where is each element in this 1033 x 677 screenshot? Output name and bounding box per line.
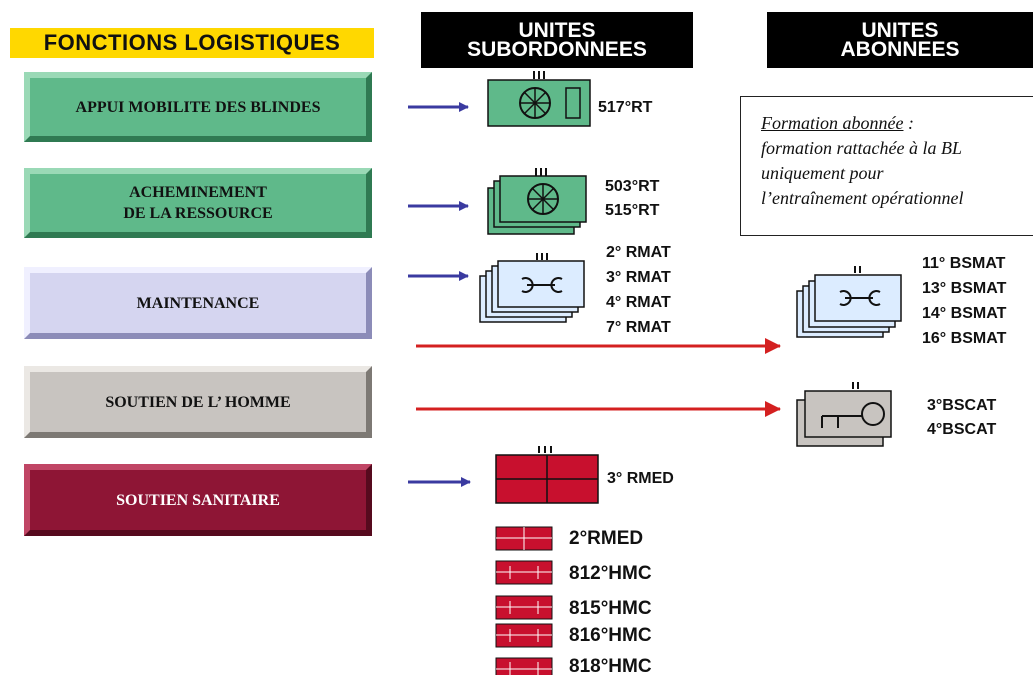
unit-label-517rt: 517°RT [598, 99, 653, 116]
unit-label-13bsmat: 13° BSMAT [922, 280, 1007, 297]
note-title-suffix: : [903, 113, 914, 133]
subscribed-header-line1: UNITES [861, 19, 939, 42]
medical-unit-icon [495, 595, 553, 620]
function-mobility-box: APPUI MOBILITE DES BLINDES [24, 72, 372, 142]
wrench-icon [796, 266, 902, 338]
unit-label-4bscat: 4°BSCAT [927, 421, 997, 438]
function-soldier-support-label: SOUTIEN DE L’ HOMME [105, 393, 291, 411]
note-line-4: l’entraînement opérationnel [761, 188, 964, 208]
function-mobility-label: APPUI MOBILITE DES BLINDES [75, 98, 321, 116]
unit-label-3bscat: 3°BSCAT [927, 397, 997, 414]
note-line-2: formation rattachée à la BL [761, 138, 962, 158]
function-soldier-support-box: SOUTIEN DE L’ HOMME [24, 366, 372, 438]
unit-label-7rmat: 7° RMAT [606, 319, 671, 336]
wrench-icon [479, 253, 585, 323]
unit-label-815hmc: 815°HMC [569, 598, 652, 619]
subscribed-formation-note: Formation abonnée : formation rattachée … [740, 96, 1033, 236]
subscribed-header-line2: ABONNEES [840, 38, 960, 61]
key-icon [796, 382, 892, 447]
unit-label-11bsmat: 11° BSMAT [922, 255, 1006, 272]
subordinate-header-line2: SUBORDONNEES [467, 38, 647, 61]
unit-label-2rmed: 2°RMED [569, 528, 644, 549]
subordinate-units-header: UNITES SUBORDONNEES [421, 12, 693, 68]
medical-unit-icon [495, 623, 553, 648]
unit-label-515rt: 515°RT [605, 202, 660, 219]
function-maintenance-label: MAINTENANCE [136, 294, 260, 312]
unit-label-503rt: 503°RT [605, 178, 660, 195]
medical-unit-icon [495, 446, 599, 504]
unit-label-812hmc: 812°HMC [569, 563, 652, 584]
wheel-icon [487, 168, 587, 235]
unit-label-816hmc: 816°HMC [569, 625, 652, 646]
function-maintenance-box: MAINTENANCE [24, 267, 372, 339]
unit-label-14bsmat: 14° BSMAT [922, 305, 1007, 322]
function-routing-label-line2: DE LA RESSOURCE [123, 205, 273, 222]
subordinate-header-line1: UNITES [518, 19, 596, 42]
note-title: Formation abonnée [761, 113, 904, 133]
medical-unit-icon [495, 526, 553, 551]
medical-unit-icon [495, 657, 553, 675]
unit-label-16bsmat: 16° BSMAT [922, 330, 1007, 347]
unit-label-2rmat: 2° RMAT [606, 244, 671, 261]
unit-label-4rmat: 4° RMAT [606, 294, 671, 311]
medical-unit-icon [495, 560, 553, 585]
unit-label-818hmc: 818°HMC [569, 656, 652, 677]
unit-label-3rmed: 3° RMED [607, 470, 674, 487]
functions-header: FONCTIONS LOGISTIQUES [10, 28, 374, 58]
unit-label-3rmat: 3° RMAT [606, 269, 671, 286]
note-line-3: uniquement pour [761, 163, 884, 183]
function-routing-label-line1: ACHEMINEMENT [129, 184, 267, 201]
function-medical-box: SOUTIEN SANITAIRE [24, 464, 372, 536]
wheel-icon [487, 71, 591, 127]
function-medical-label: SOUTIEN SANITAIRE [116, 491, 280, 509]
function-routing-box: ACHEMINEMENT DE LA RESSOURCE [24, 168, 372, 238]
subscribed-units-header: UNITES ABONNEES [767, 12, 1033, 68]
